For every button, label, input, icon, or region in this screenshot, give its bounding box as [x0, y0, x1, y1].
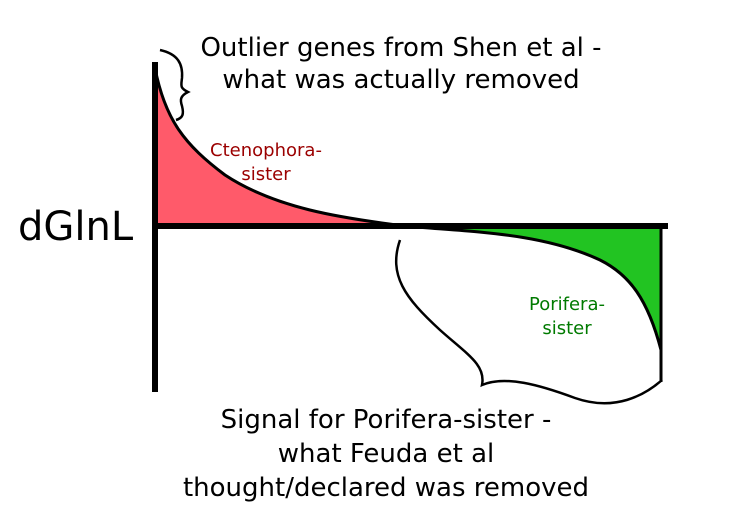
outlier-annotation-line-1: Outlier genes from Shen et al -: [200, 33, 601, 63]
top-curly-brace: [159, 48, 191, 122]
porifera-label-line-2: sister: [542, 318, 592, 339]
bottom-curly-brace: [395, 239, 663, 405]
y-axis-label: dGlnL: [18, 204, 134, 250]
ctenophora-sister-area: [155, 68, 405, 226]
feuda-annotation-line-3: thought/declared was removed: [183, 473, 589, 503]
feuda-annotation-line-1: Signal for Porifera-sister -: [221, 405, 552, 435]
porifera-label-line-1: Porifera-: [529, 294, 605, 315]
ctenophora-label-line-1: Ctenophora-: [210, 140, 322, 161]
outlier-annotation-line-2: what was actually removed: [222, 65, 579, 95]
ctenophora-label-line-2: sister: [241, 164, 291, 185]
feuda-annotation-line-2: what Feuda et al: [278, 439, 494, 469]
